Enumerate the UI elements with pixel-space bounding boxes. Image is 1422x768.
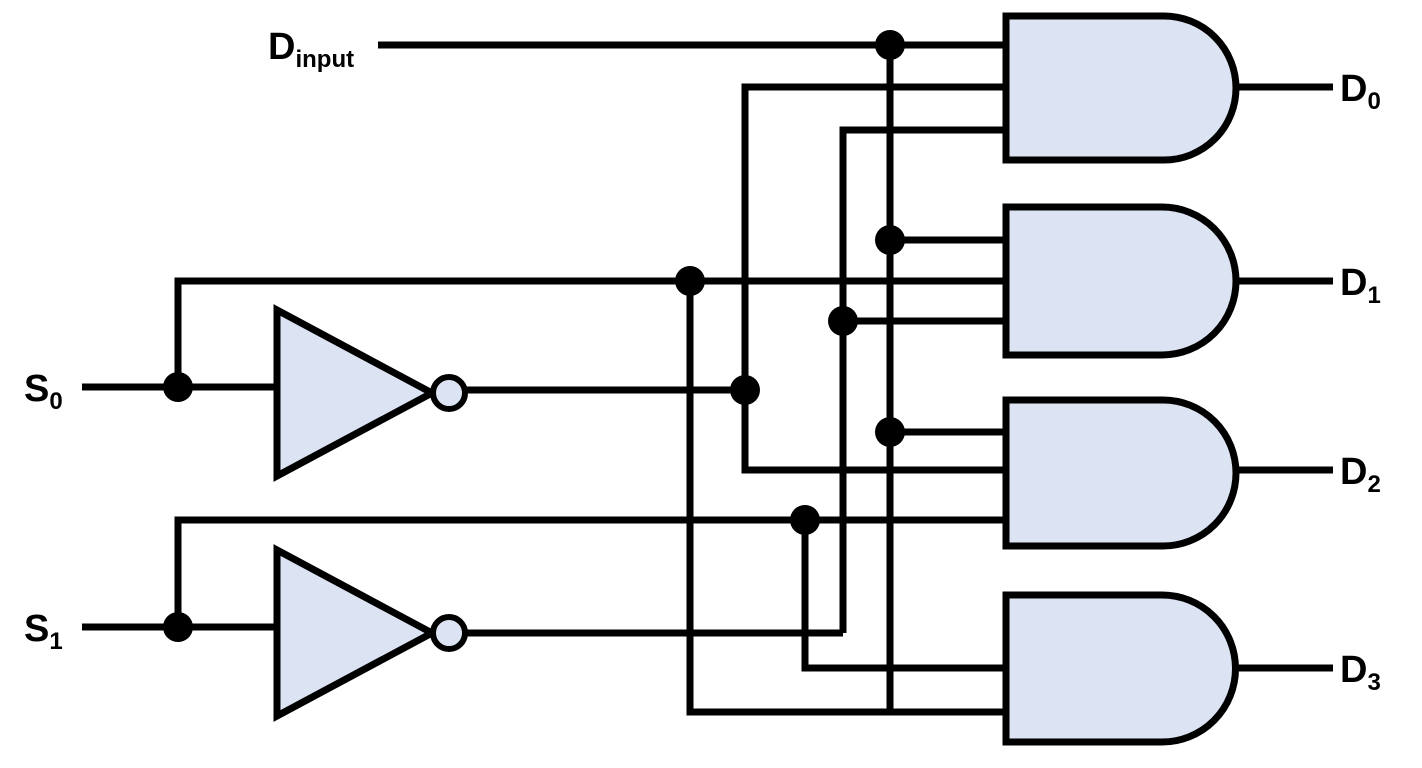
inverter-s1[interactable] <box>273 544 440 722</box>
inverter-s0-bubble-icon <box>430 374 468 412</box>
output-label-d0-sub: 0 <box>1367 88 1380 115</box>
output-label-d1-sub: 1 <box>1367 282 1380 309</box>
output-label-d3: D3 <box>1340 649 1381 696</box>
wire-s1-drop-to-g3 <box>801 520 1006 672</box>
output-label-d1: D1 <box>1340 262 1381 309</box>
output-label-d0-main: D <box>1340 68 1367 110</box>
input-label-dinput-main: D <box>268 26 295 68</box>
input-label-s1-main: S <box>24 608 49 650</box>
wire-s0-branch-up <box>174 277 1006 387</box>
wire-layer <box>82 41 1333 716</box>
output-label-d3-main: D <box>1340 649 1367 691</box>
input-label-s0-main: S <box>24 368 49 410</box>
output-label-d3-sub: 3 <box>1367 669 1380 696</box>
and-gate-3[interactable] <box>1002 591 1239 746</box>
output-label-d2: D2 <box>1340 451 1381 498</box>
output-label-d1-main: D <box>1340 262 1367 304</box>
wire-s1-branch-up <box>174 516 1006 627</box>
junction-dot-s1-tap <box>163 612 193 642</box>
junction-dot-s0not-bus <box>730 375 760 405</box>
wire-s1not-up-to-g0 <box>839 126 1006 321</box>
junction-dot-dinput-g2 <box>875 417 905 447</box>
output-label-d2-sub: 2 <box>1367 471 1380 498</box>
label-layer: Dinput S0 S1 D0 D1 D2 <box>24 26 1381 696</box>
output-label-d0: D0 <box>1340 68 1381 115</box>
output-label-d2-main: D <box>1340 451 1367 493</box>
and-gate-0[interactable] <box>1002 12 1240 164</box>
input-label-s0: S0 <box>24 368 63 415</box>
junction-dot-s1-bus <box>790 505 820 535</box>
junction-dot-s0-bus <box>675 266 705 296</box>
junction-dot-layer <box>163 30 905 642</box>
junction-dot-s0-tap <box>163 372 193 402</box>
input-label-s0-sub: 0 <box>49 388 62 415</box>
input-label-dinput-sub: input <box>295 46 354 73</box>
wire-s0not-down-to-g2 <box>741 390 1006 474</box>
input-label-s1-sub: 1 <box>49 628 62 655</box>
wire-s0not-up-to-g0 <box>741 83 1006 390</box>
wire-s1not-up-to-g1 <box>839 317 1006 633</box>
input-label-s1: S1 <box>24 608 63 655</box>
inverter-s0[interactable] <box>273 304 440 482</box>
and-gate-1[interactable] <box>1002 203 1240 359</box>
wire-s0-drop-to-g3 <box>686 281 1006 716</box>
input-label-dinput: Dinput <box>268 26 354 73</box>
junction-dot-dinput-g1 <box>875 225 905 255</box>
junction-dot-dinput-top <box>875 30 905 60</box>
inverter-layer <box>273 304 468 722</box>
junction-dot-s1not-bus <box>828 306 858 336</box>
inverter-s1-bubble-icon <box>430 614 468 652</box>
and-gate-layer <box>1002 12 1240 746</box>
and-gate-2[interactable] <box>1002 396 1240 550</box>
